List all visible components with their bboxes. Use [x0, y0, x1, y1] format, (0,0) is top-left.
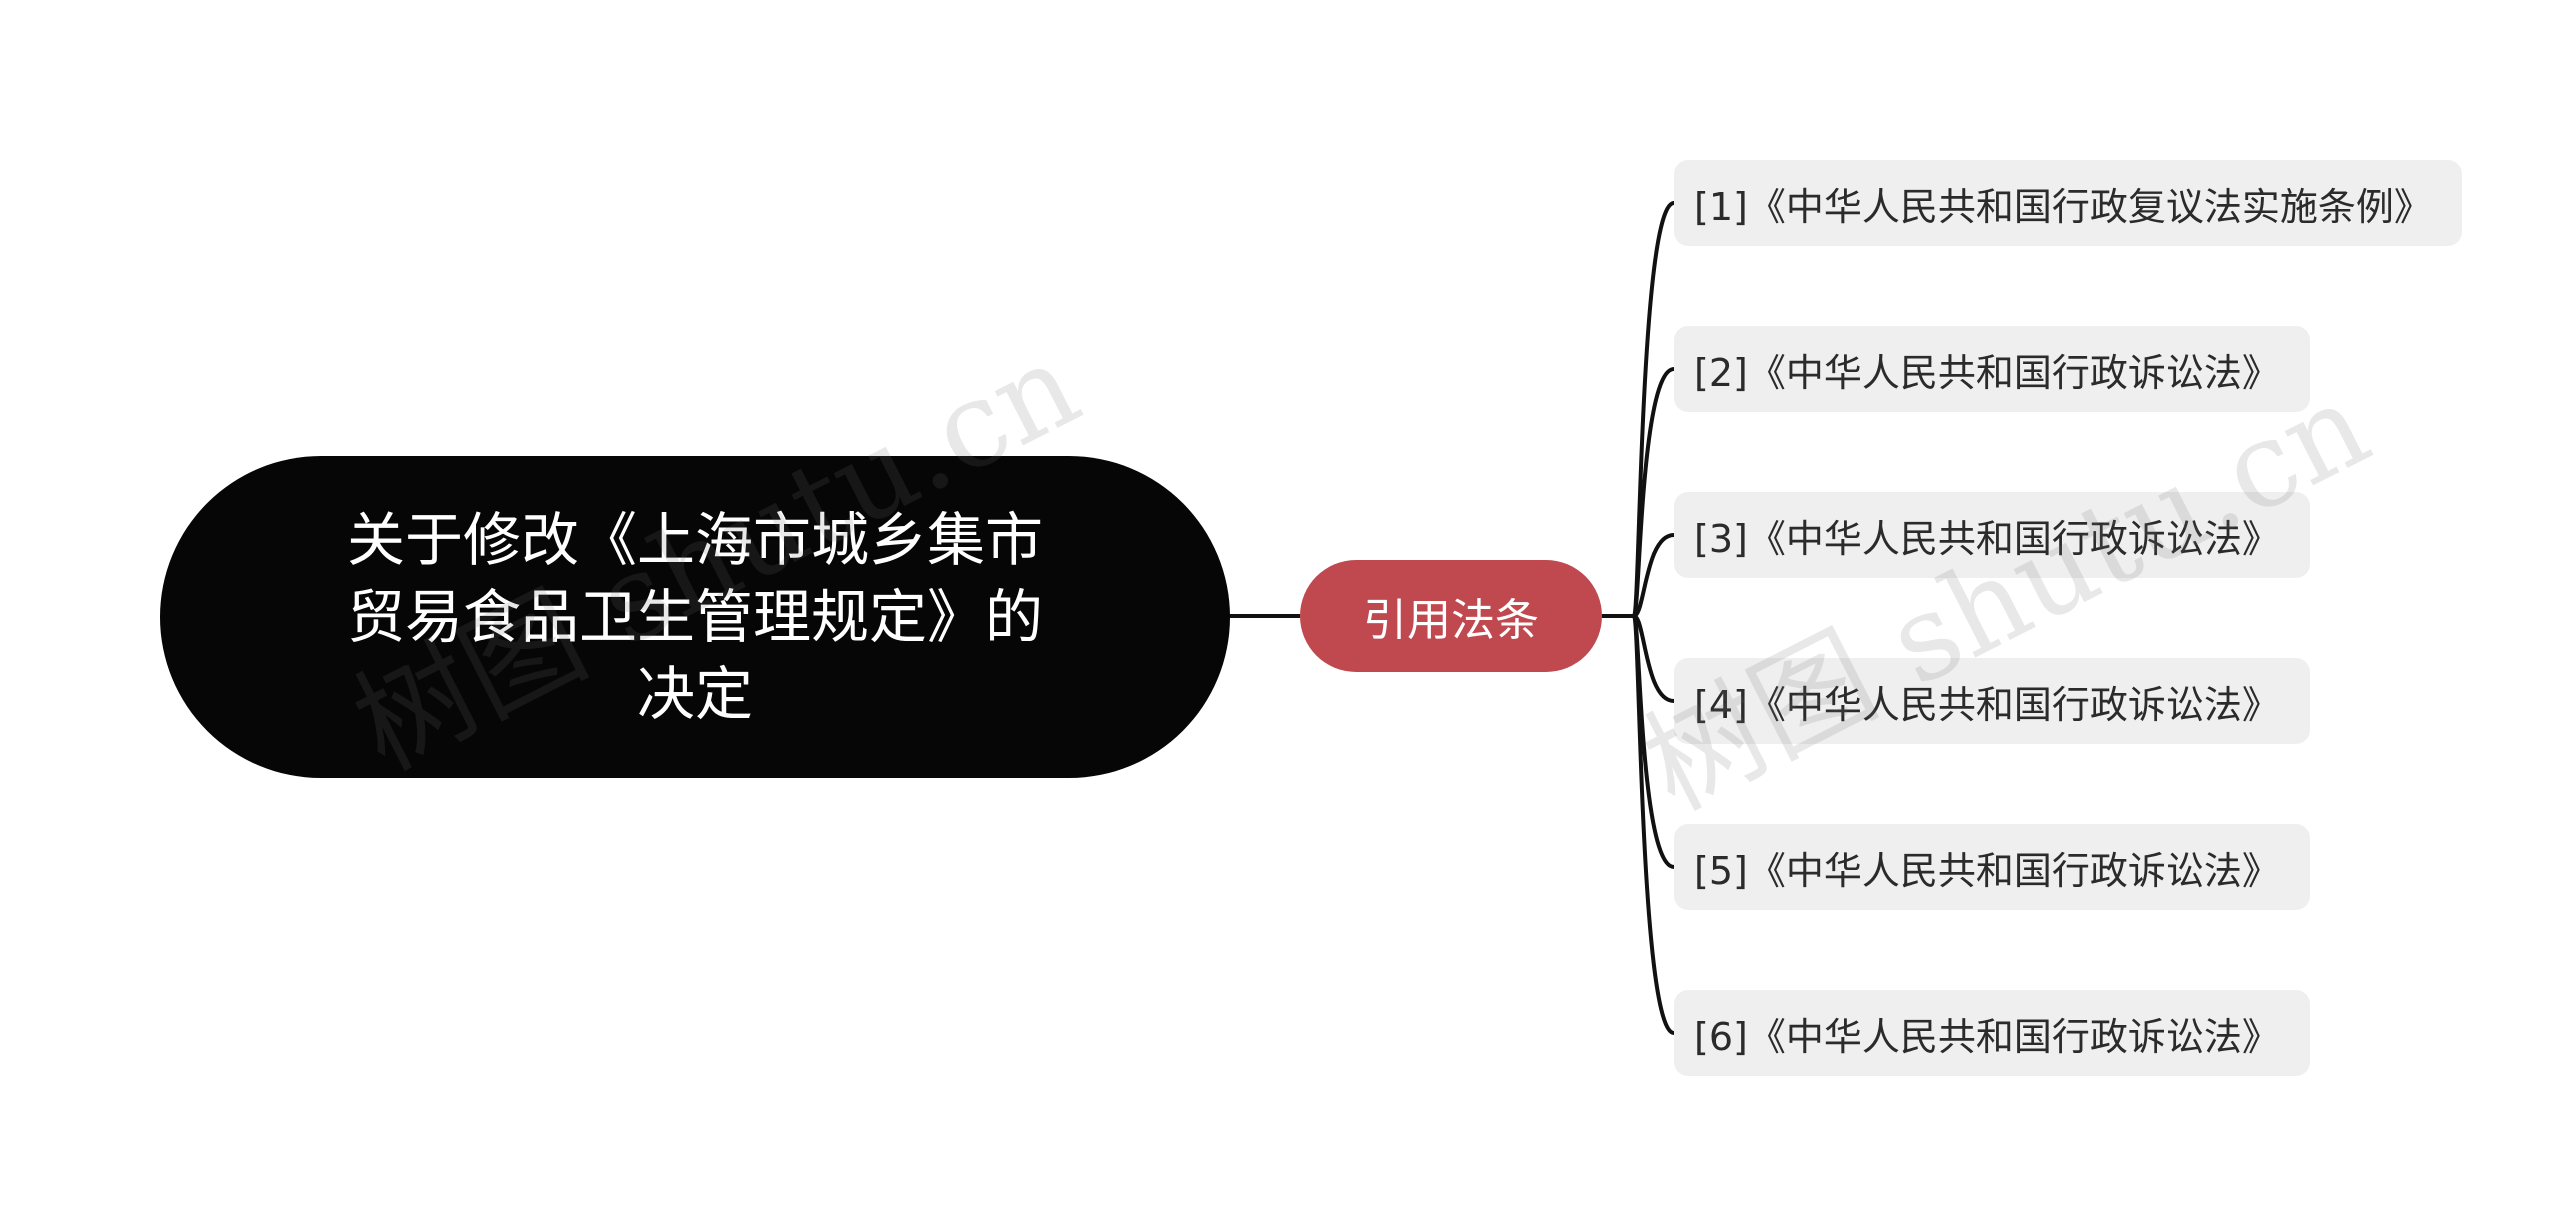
leaf-label: [2]《中华人民共和国行政诉讼法》 — [1694, 350, 2280, 395]
leaf-node-6[interactable]: [6]《中华人民共和国行政诉讼法》 — [1674, 990, 2310, 1076]
leaf-label: [3]《中华人民共和国行政诉讼法》 — [1694, 516, 2280, 561]
root-topic-node[interactable]: 关于修改《上海市城乡集市贸易食品卫生管理规定》的决定 — [160, 456, 1230, 778]
leaf-node-1[interactable]: [1]《中华人民共和国行政复议法实施条例》 — [1674, 160, 2462, 246]
leaf-node-3[interactable]: [3]《中华人民共和国行政诉讼法》 — [1674, 492, 2310, 578]
leaf-node-4[interactable]: [4]《中华人民共和国行政诉讼法》 — [1674, 658, 2310, 744]
leaf-label: [1]《中华人民共和国行政复议法实施条例》 — [1694, 184, 2432, 229]
leaf-connector-3 — [1632, 533, 1675, 618]
leaf-connector-2 — [1632, 367, 1675, 618]
leaf-connector-4 — [1632, 614, 1675, 703]
leaf-label: [4]《中华人民共和国行政诉讼法》 — [1694, 682, 2280, 727]
branch-label: 引用法条 — [1363, 595, 1539, 646]
leaf-node-5[interactable]: [5]《中华人民共和国行政诉讼法》 — [1674, 824, 2310, 910]
leaf-label: [6]《中华人民共和国行政诉讼法》 — [1694, 1014, 2280, 1059]
branch-node-cited-laws[interactable]: 引用法条 — [1300, 560, 1602, 672]
leaf-label: [5]《中华人民共和国行政诉讼法》 — [1694, 848, 2280, 893]
leaf-node-2[interactable]: [2]《中华人民共和国行政诉讼法》 — [1674, 326, 2310, 412]
leaf-connector-6 — [1632, 614, 1675, 1035]
root-topic-label: 关于修改《上海市城乡集市贸易食品卫生管理规定》的决定 — [346, 505, 1043, 728]
